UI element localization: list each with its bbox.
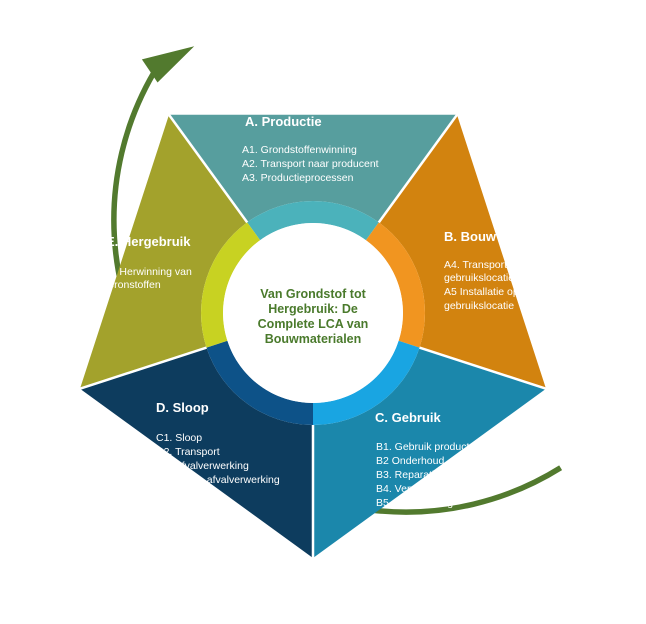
segment-gebruik — [313, 347, 547, 558]
sloop-item: C3. Afvalverwerking — [156, 460, 249, 472]
center-title-line-2: Hergebruik: De — [268, 302, 358, 316]
segment-separator — [166, 112, 262, 241]
sloop-item: C2. Transport — [156, 446, 220, 458]
productie-item: A3. Productieprocessen — [242, 172, 354, 184]
sloop-item: C4. Finale afvalverwerking — [156, 474, 280, 486]
center-title-line-1: Van Grondstof tot — [260, 287, 366, 301]
segment-bouw — [378, 114, 547, 389]
gebruik-item: B5. Hernieuwing — [376, 497, 453, 509]
center-title-line-4: Bouwmaterialen — [265, 332, 362, 346]
hergebruik-item: D. Herwinning van — [106, 266, 192, 278]
productie-item: A1. Grondstoffenwinning — [242, 144, 357, 156]
inner-ring-productie — [247, 201, 379, 241]
hergebruik-item: Gronstoffen — [106, 279, 161, 291]
productie-item: A2. Transport naar producent — [242, 158, 379, 170]
hergebruik-label: E. Hergebruik D. Herwinning van Gronstof… — [106, 234, 192, 291]
gebruik-item: B2 Onderhoud — [376, 455, 444, 467]
bouw-item: A5 Installatie op — [444, 286, 519, 298]
gebruik-item: B4. Vervanging — [376, 483, 447, 495]
bouw-item: gebruikslocatie — [444, 300, 514, 312]
inner-ring-sloop — [206, 340, 313, 425]
productie-title: A. Productie — [245, 114, 322, 129]
gebruik-title: C. Gebruik — [375, 410, 442, 425]
productie-label: A. Productie A1. Grondstoffenwinning A2.… — [242, 114, 379, 184]
gebruik-item: B1. Gebruik product — [376, 441, 469, 453]
center-title: Van Grondstof tot Hergebruik: De Complet… — [258, 287, 369, 346]
segment-separator — [398, 339, 549, 391]
bouw-label: B. Bouw A4. Transport naar gebruikslocat… — [444, 229, 531, 312]
segment-productie — [168, 114, 458, 223]
hergebruik-title: E. Hergebruik — [106, 234, 191, 249]
segment-separator — [364, 112, 460, 241]
bouw-item: A4. Transport naar — [444, 259, 531, 271]
gebruik-label: C. Gebruik B1. Gebruik product B2 Onderh… — [375, 410, 469, 509]
inner-ring-gebruik — [313, 340, 420, 425]
segment-sloop — [79, 347, 313, 558]
segment-hergebruik — [79, 114, 248, 389]
segment-separator — [77, 339, 228, 391]
inner-ring-bouw — [365, 222, 426, 348]
center-title-line-3: Complete LCA van — [258, 317, 369, 331]
sloop-title: D. Sloop — [156, 400, 209, 415]
center-disc — [223, 223, 403, 403]
bouw-item: gebruikslocatie — [444, 272, 514, 284]
bouw-title: B. Bouw — [444, 229, 497, 244]
cycle-arrowhead-icon — [141, 46, 195, 83]
sloop-item: C1. Sloop — [156, 432, 202, 444]
gebruik-item: B3. Reparatie — [376, 469, 440, 481]
sloop-label: D. Sloop C1. Sloop C2. Transport C3. Afv… — [156, 400, 280, 486]
inner-ring-hergebruik — [201, 222, 261, 348]
segment-separators — [77, 112, 549, 560]
